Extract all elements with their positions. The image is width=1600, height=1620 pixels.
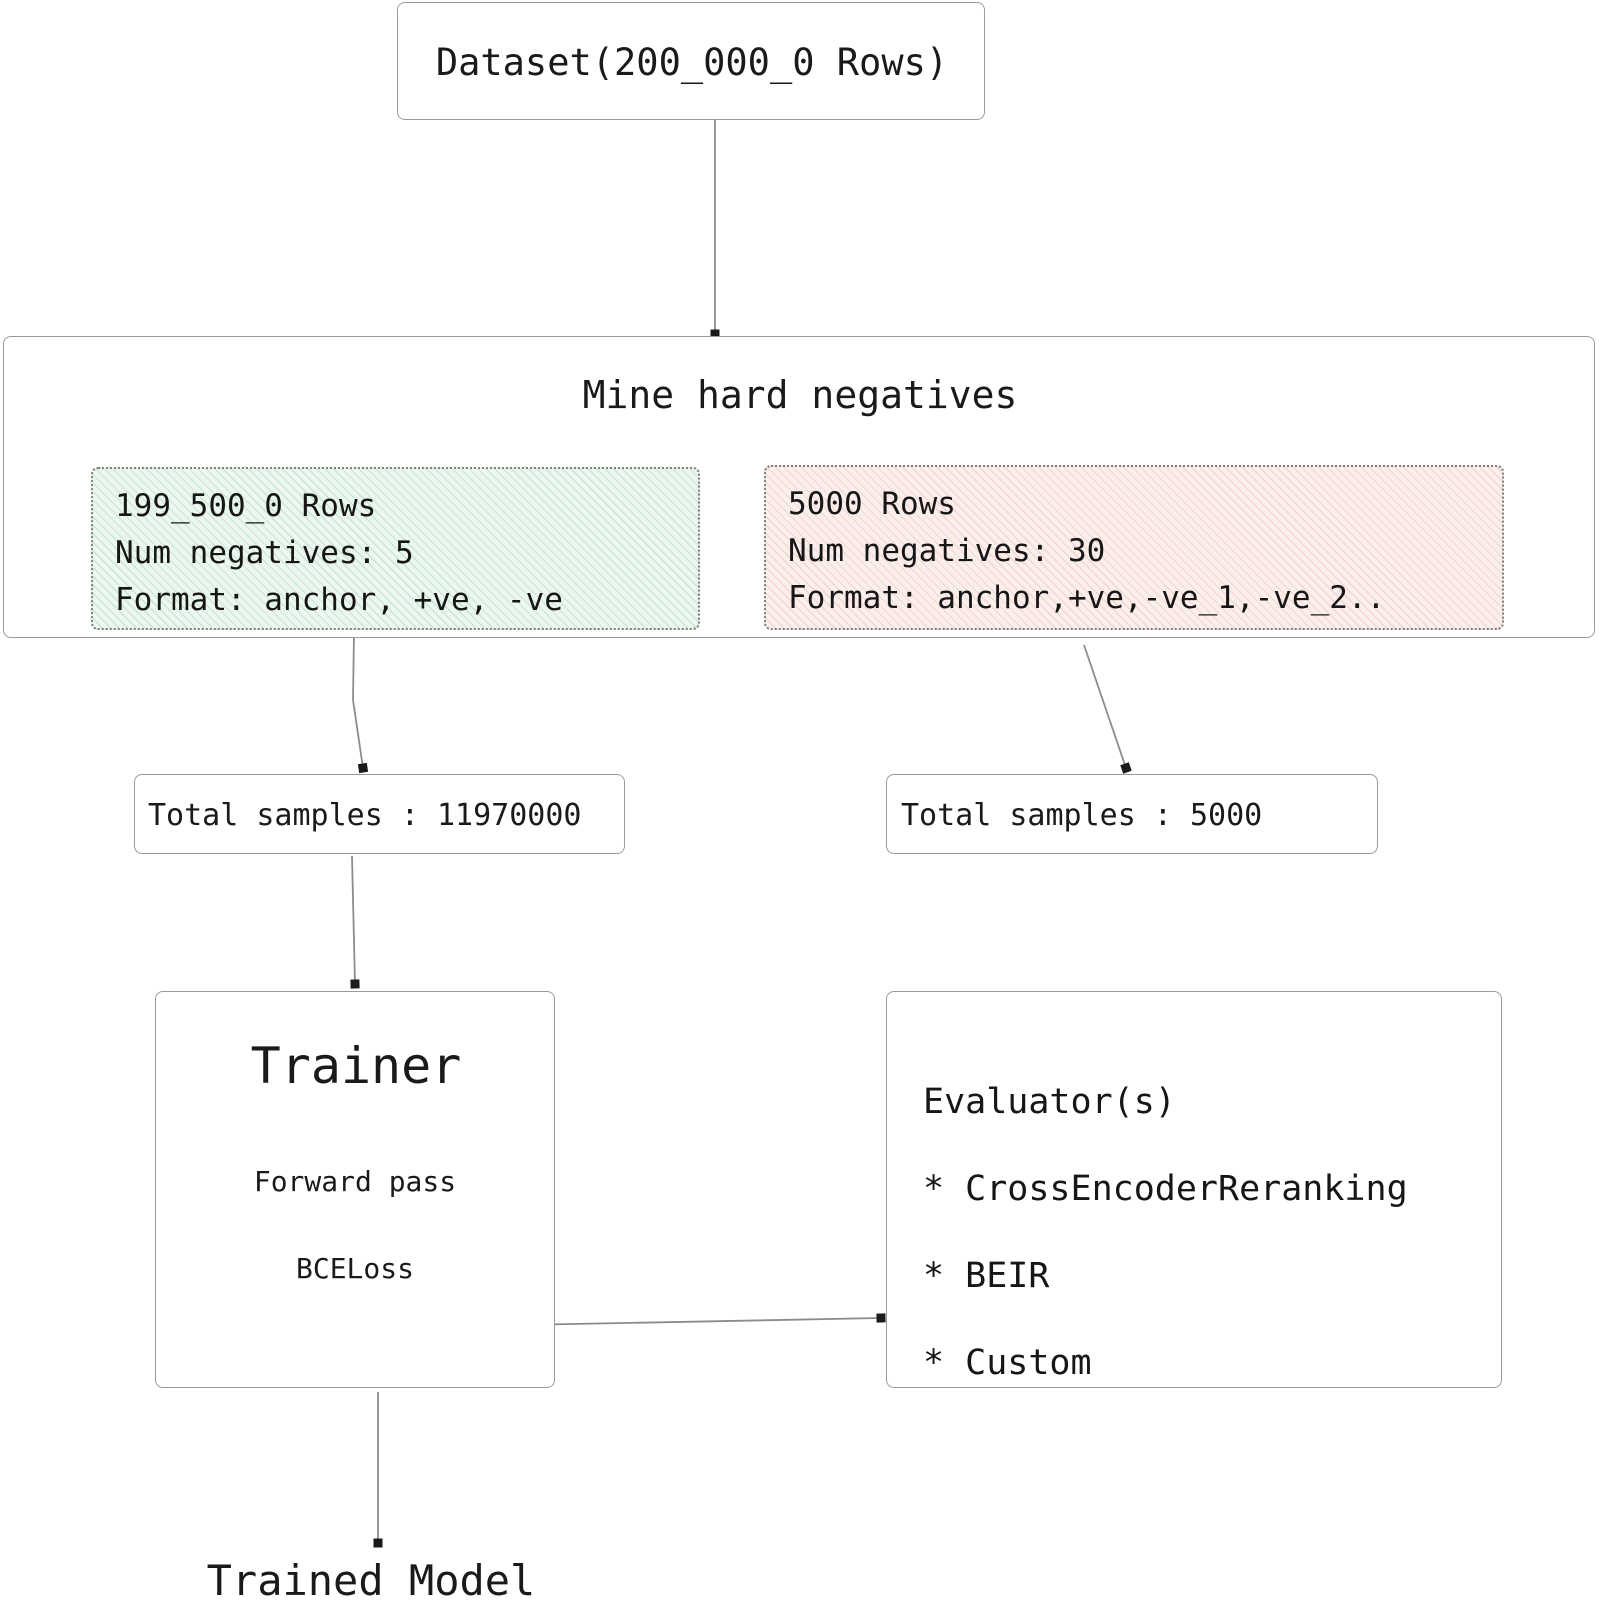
total-samples-eval-label: Total samples : 5000 — [901, 797, 1263, 833]
dataset-node[interactable]: Dataset(200_000_0 Rows) — [397, 2, 985, 120]
mine-hard-negatives-title: Mine hard negatives — [582, 373, 1018, 417]
eval-split-format: Format: anchor,+ve,-ve_1,-ve_2.. — [788, 580, 1386, 617]
train-split-box[interactable]: 199_500_0 Rows Num negatives: 5 Format: … — [91, 467, 700, 630]
evaluator-node[interactable]: Evaluator(s) * CrossEncoderReranking * B… — [886, 991, 1502, 1388]
eval-split-num-negatives: Num negatives: 30 — [788, 533, 1106, 570]
trainer-title: Trainer — [250, 1037, 462, 1095]
edge-eval-split-to-total — [1083, 644, 1132, 774]
trained-model-label: Trained Model — [206, 1556, 536, 1605]
trainer-node[interactable]: Trainer — [155, 991, 555, 1388]
dataset-node-label: Dataset(200_000_0 Rows) — [435, 40, 949, 84]
mine-hard-negatives-node[interactable]: Mine hard negatives 199_500_0 Rows Num n… — [3, 336, 1595, 638]
evaluator-item-beir: * BEIR — [923, 1256, 1050, 1296]
evaluator-item-cross-encoder-reranking: * CrossEncoderReranking — [923, 1169, 1408, 1209]
edge-total-to-trainer — [350, 855, 360, 989]
evaluator-content: Evaluator(s) * CrossEncoderReranking * B… — [923, 1040, 1503, 1426]
train-split-num-negatives: Num negatives: 5 — [115, 535, 414, 572]
total-samples-train-node[interactable]: Total samples : 11970000 — [134, 774, 625, 854]
edge-train-split-to-total — [352, 631, 369, 774]
trainer-forward-pass-label: Forward pass — [253, 1165, 457, 1198]
eval-split-rows: 5000 Rows — [788, 486, 956, 522]
trainer-bceloss-label: BCELoss — [295, 1252, 414, 1285]
train-split-format: Format: anchor, +ve, -ve — [115, 582, 563, 619]
total-samples-train-label: Total samples : 11970000 — [148, 797, 582, 833]
eval-split-box[interactable]: 5000 Rows Num negatives: 30 Format: anch… — [764, 465, 1504, 630]
evaluator-title: Evaluator(s) — [923, 1082, 1176, 1122]
train-split-rows: 199_500_0 Rows — [115, 488, 377, 524]
total-samples-eval-node[interactable]: Total samples : 5000 — [886, 774, 1378, 854]
evaluator-item-custom: * Custom — [923, 1343, 1092, 1383]
